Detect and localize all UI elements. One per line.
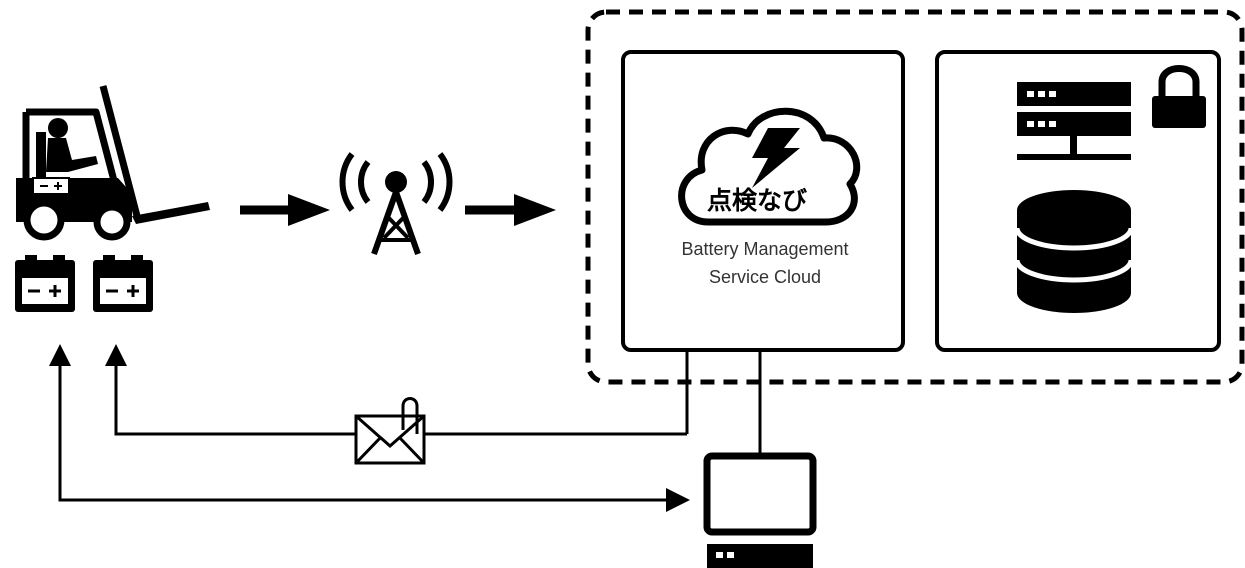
cloud-service-logo-text: 点検なび	[707, 186, 807, 215]
arrow-antenna-to-cloud	[465, 194, 556, 226]
cloud-service-panel: 点検なび Battery Management Service Cloud	[621, 50, 905, 352]
forklift-icon	[16, 85, 210, 241]
lock-icon	[1152, 65, 1206, 128]
cloud-boundary	[585, 9, 1245, 385]
server-rack-icon	[1017, 82, 1131, 160]
battery-icon	[93, 255, 153, 312]
arrow-forklift-to-antenna	[240, 194, 330, 226]
cloud-service-caption-line2: Service Cloud	[709, 267, 821, 287]
cloud-lightning-icon	[678, 107, 861, 226]
battery-icon	[15, 255, 75, 312]
notification-arrow	[105, 344, 687, 436]
email-attachment-icon	[354, 397, 426, 465]
server-panel	[935, 50, 1221, 352]
cloud-service-caption-line1: Battery Management	[681, 239, 848, 259]
computer-terminal-icon	[703, 452, 817, 568]
access-arrow	[49, 344, 690, 512]
antenna-tower-icon	[339, 152, 453, 256]
database-icon	[1014, 190, 1134, 313]
